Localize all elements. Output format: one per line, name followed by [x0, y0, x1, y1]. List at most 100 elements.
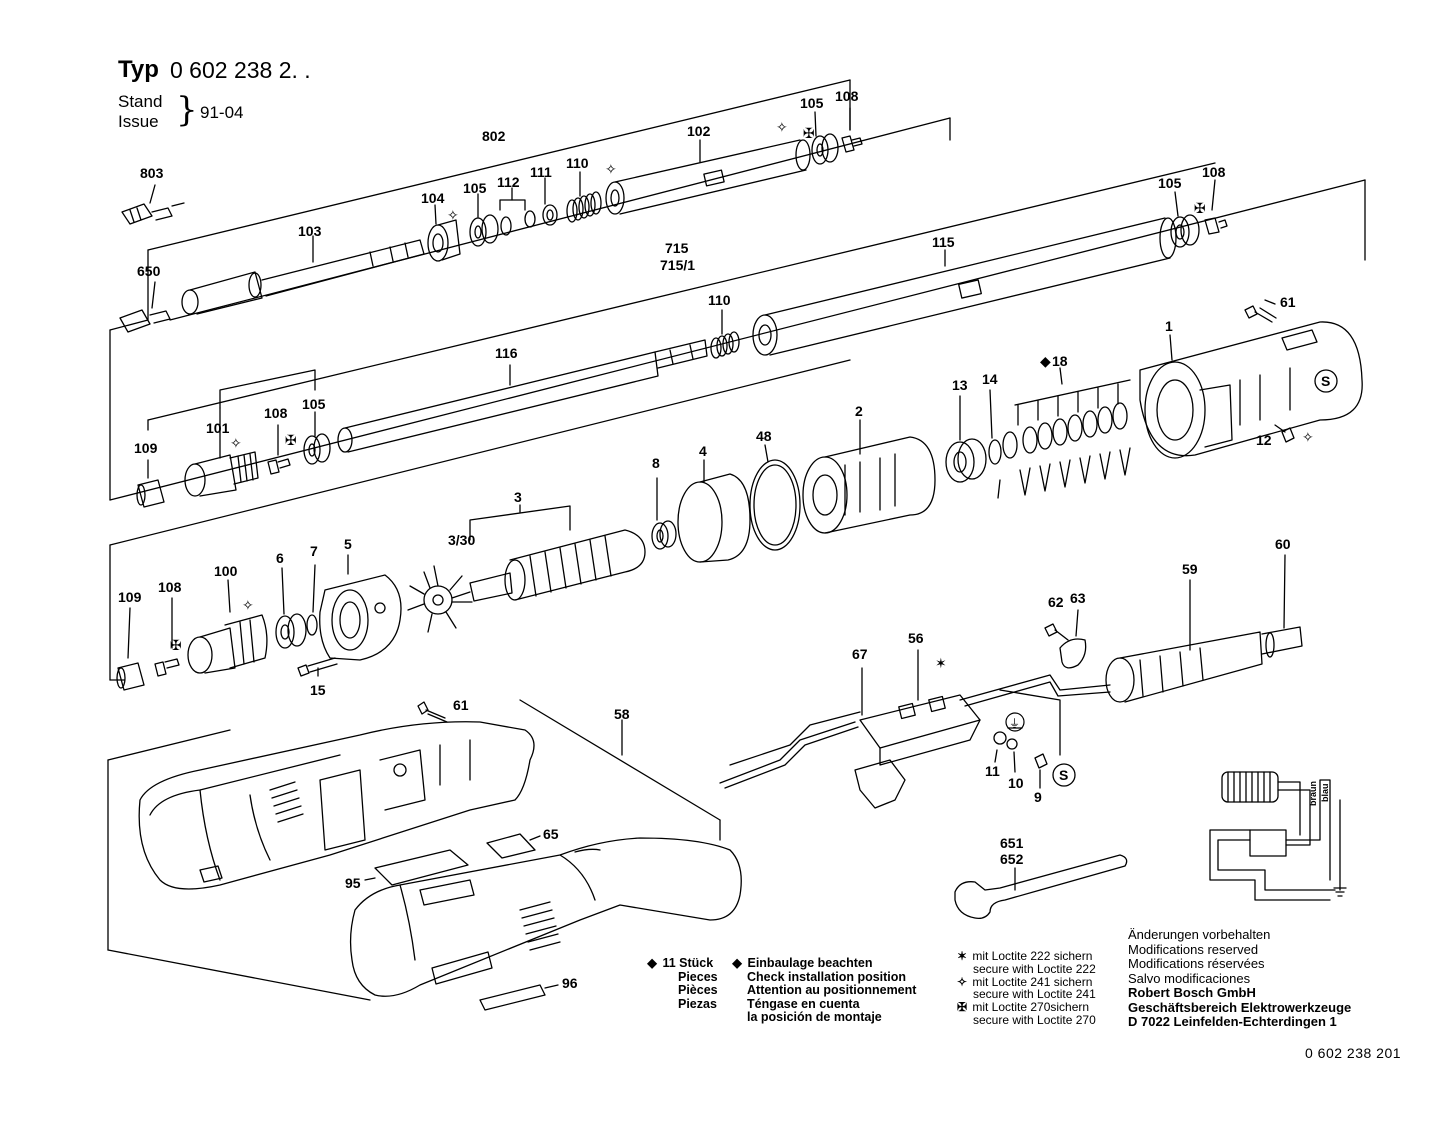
marker-diamond-12: ✧ — [1302, 430, 1314, 446]
label-108c: 108 — [264, 405, 288, 421]
label-60: 60 — [1275, 536, 1291, 552]
footer-line-4: Salvo modificaciones — [1128, 970, 1251, 986]
label-802: 802 — [482, 128, 506, 144]
footer-notes: Änderungen vorbehalten Modifications res… — [1128, 927, 1351, 1030]
part-112-111-washers — [499, 177, 558, 236]
part-100-adapter — [187, 579, 268, 674]
label-109b: 109 — [118, 589, 142, 605]
label-96: 96 — [562, 975, 578, 991]
label-65: 65 — [543, 826, 559, 842]
part-15-screw — [297, 657, 338, 677]
label-62: 62 — [1048, 594, 1064, 610]
stand-label: Stand — [118, 92, 163, 111]
label-105c: 105 — [1158, 175, 1182, 191]
part-18-brush-set — [997, 367, 1131, 499]
part-105-108-top — [811, 107, 863, 165]
legend-install-line-1: Einbaulage beachten — [747, 956, 873, 970]
part-108-screw-lower — [154, 597, 180, 677]
label-7: 7 — [310, 543, 318, 559]
legend-pieces: ◆ 11 Stück Pieces Pièces Piezas — [645, 956, 718, 1011]
label-48: 48 — [756, 428, 772, 444]
label-61a: 61 — [1280, 294, 1296, 310]
label-102: 102 — [687, 123, 711, 139]
housing-shell-left — [138, 721, 535, 890]
part-48-o-ring — [749, 444, 801, 551]
ground-glyph: ⏚ — [1009, 717, 1020, 730]
s-label-cable: S — [1059, 767, 1068, 783]
part-104-ring — [427, 204, 461, 262]
issue-date: 91-04 — [200, 103, 244, 122]
label-3: 3 — [514, 489, 522, 505]
marker-diamond-101: ✧ — [230, 436, 242, 452]
part-63-clamp — [1044, 609, 1087, 669]
part-14-washer — [988, 389, 1002, 465]
legend-install-line-2: Check installation position — [747, 969, 907, 984]
part-10-11-9-ground — [993, 727, 1048, 789]
label-108d: 108 — [158, 579, 182, 595]
footer-line-7: D 7022 Leinfelden-Echterdingen 1 — [1128, 1014, 1337, 1029]
wire-label-blau: blau — [1320, 783, 1330, 802]
marker-diamond-104: ✧ — [447, 208, 459, 224]
part-115-tube — [752, 217, 1177, 356]
wire-label-braun: braun — [1308, 781, 1318, 806]
label-3-30: 3/30 — [448, 532, 475, 548]
label-109a: 109 — [134, 440, 158, 456]
marker-star-56: ✶ — [935, 656, 947, 672]
label-104: 104 — [421, 190, 445, 206]
part-60-cable — [1261, 554, 1303, 658]
part-110-spring — [566, 171, 602, 223]
legend-install-position: ◆ Einbaulage beachten Check installation… — [730, 956, 916, 1025]
label-12: 12 — [1256, 432, 1272, 448]
label-110b: 110 — [708, 292, 731, 308]
stand-issue-label: Stand Issue — [118, 92, 162, 132]
part-803-collet — [121, 184, 185, 225]
legend-pieces-line-3: Pièces — [678, 983, 718, 997]
part-105-bearing — [469, 193, 499, 247]
label-651: 651 — [1000, 835, 1024, 851]
part-61-screw-lower — [417, 701, 448, 723]
document-number: 0 602 238 201 — [1305, 1045, 1402, 1061]
part-65-label — [486, 833, 541, 859]
footer-line-3: Modifications réservées — [1128, 956, 1265, 971]
part-3-30-fan — [407, 565, 473, 633]
label-100: 100 — [214, 563, 238, 579]
label-8: 8 — [652, 455, 660, 471]
wiring-schematic — [1209, 771, 1347, 901]
label-715-1: 715/1 — [660, 257, 695, 273]
label-15: 15 — [310, 682, 326, 698]
label-108b: 108 — [1202, 164, 1226, 180]
part-109-plug-lower — [116, 607, 145, 691]
part-102-tube — [605, 139, 811, 215]
footer-line-5: Robert Bosch GmbH — [1128, 985, 1256, 1000]
loctite-241-line-b: secure with Loctite 241 — [973, 987, 1096, 1002]
part-105-bearing-left — [303, 411, 331, 465]
part-7-washer — [306, 564, 318, 636]
label-63: 63 — [1070, 590, 1086, 606]
label-110a: 110 — [566, 155, 589, 171]
label-2: 2 — [855, 403, 863, 419]
legend-pieces-symbol: ◆ — [647, 956, 657, 970]
part-1-housing — [1139, 321, 1363, 459]
brace-glyph: } — [176, 90, 198, 130]
marker-cross-108d: ✠ — [170, 638, 182, 654]
label-9: 9 — [1034, 789, 1042, 805]
legend-pieces-line-2: Pieces — [678, 969, 718, 984]
loctite-241-line-a: mit Loctite 241 sichern — [972, 974, 1093, 989]
part-8-bearing — [651, 477, 677, 550]
label-105a: 105 — [463, 180, 487, 196]
part-101-adapter — [184, 407, 259, 497]
part-116-shaft — [337, 339, 708, 453]
loctite-270-line-b: secure with Loctite 270 — [973, 1012, 1096, 1027]
label-101: 101 — [206, 420, 230, 436]
switch-trigger — [854, 759, 906, 809]
loctite-222-line-a: mit Loctite 222 sichern — [972, 949, 1093, 963]
marker-diamond-102: ✧ — [776, 120, 788, 136]
part-59-cable-sleeve — [1105, 579, 1263, 703]
part-105-108-mid — [1170, 179, 1228, 248]
part-67-cable-harness — [719, 667, 863, 789]
s-symbol-housing: S — [1314, 369, 1338, 393]
part-108-screw — [267, 424, 291, 475]
label-115: 115 — [932, 234, 955, 250]
ground-symbol: ⏚ — [1005, 712, 1025, 732]
loctite-270-line-a: mit Loctite 270sichern — [972, 1000, 1090, 1015]
